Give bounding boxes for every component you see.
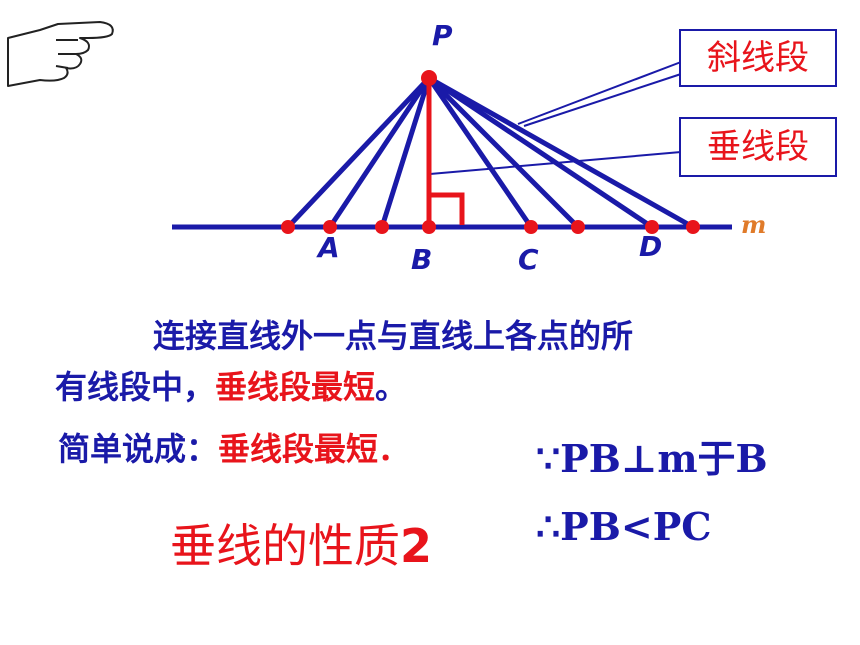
statement-highlight: 垂线段最短: [215, 368, 376, 406]
point-a: [323, 220, 337, 234]
therefore-statement: ∴PB<PC: [536, 504, 712, 549]
statement-line-2-a: 有线段中，: [55, 368, 216, 406]
property-number: 2: [400, 519, 433, 573]
segment-p-5: [426, 75, 581, 230]
point-d: [645, 220, 659, 234]
oblique-segments: [285, 75, 696, 230]
perpendicular-segment-label: 垂线段: [679, 117, 837, 177]
point-c: [524, 220, 538, 234]
point-b-label: B: [411, 243, 433, 276]
summary-prefix: 简单说成：: [58, 430, 219, 468]
summary-highlight: 垂线段最短: [218, 430, 379, 468]
right-angle-mark: [431, 192, 465, 225]
callout-lines: [429, 61, 682, 175]
segment-p-c: [426, 75, 534, 230]
callout-oblique-1: [517, 61, 682, 125]
points: [281, 70, 700, 234]
point-b: [422, 220, 436, 234]
segment-p-a: [327, 75, 432, 230]
property-title-text: 垂线的性质: [170, 519, 400, 573]
point-3: [375, 220, 389, 234]
point-7: [686, 220, 700, 234]
segment-p-d: [426, 75, 655, 230]
because-statement: ∵PB⊥m于B: [536, 436, 768, 481]
property-title: 垂线的性质2: [170, 523, 432, 569]
summary-dot: ．: [378, 430, 411, 468]
line-m-label: m: [741, 210, 767, 239]
pointing-hand-icon: [7, 21, 114, 87]
point-a-label: A: [318, 231, 340, 264]
statement-line-1: 连接直线外一点与直线上各点的所: [153, 317, 634, 355]
callout-perp: [429, 151, 682, 175]
point-p: [421, 70, 437, 86]
point-d-label: D: [639, 230, 663, 263]
point-p-label: P: [432, 19, 453, 52]
callout-oblique-2: [523, 73, 682, 127]
statement-line-2: 有线段中，垂线段最短。: [55, 371, 407, 403]
segment-p-1: [285, 75, 432, 230]
point-5: [571, 220, 585, 234]
summary-line: 简单说成：垂线段最短．: [58, 433, 410, 465]
segment-p-7: [426, 75, 696, 230]
point-c-label: C: [518, 243, 539, 276]
point-1: [281, 220, 295, 234]
statement-line-2-c: 。: [375, 368, 408, 406]
oblique-segment-label: 斜线段: [679, 29, 837, 87]
segment-p-3: [379, 75, 432, 230]
